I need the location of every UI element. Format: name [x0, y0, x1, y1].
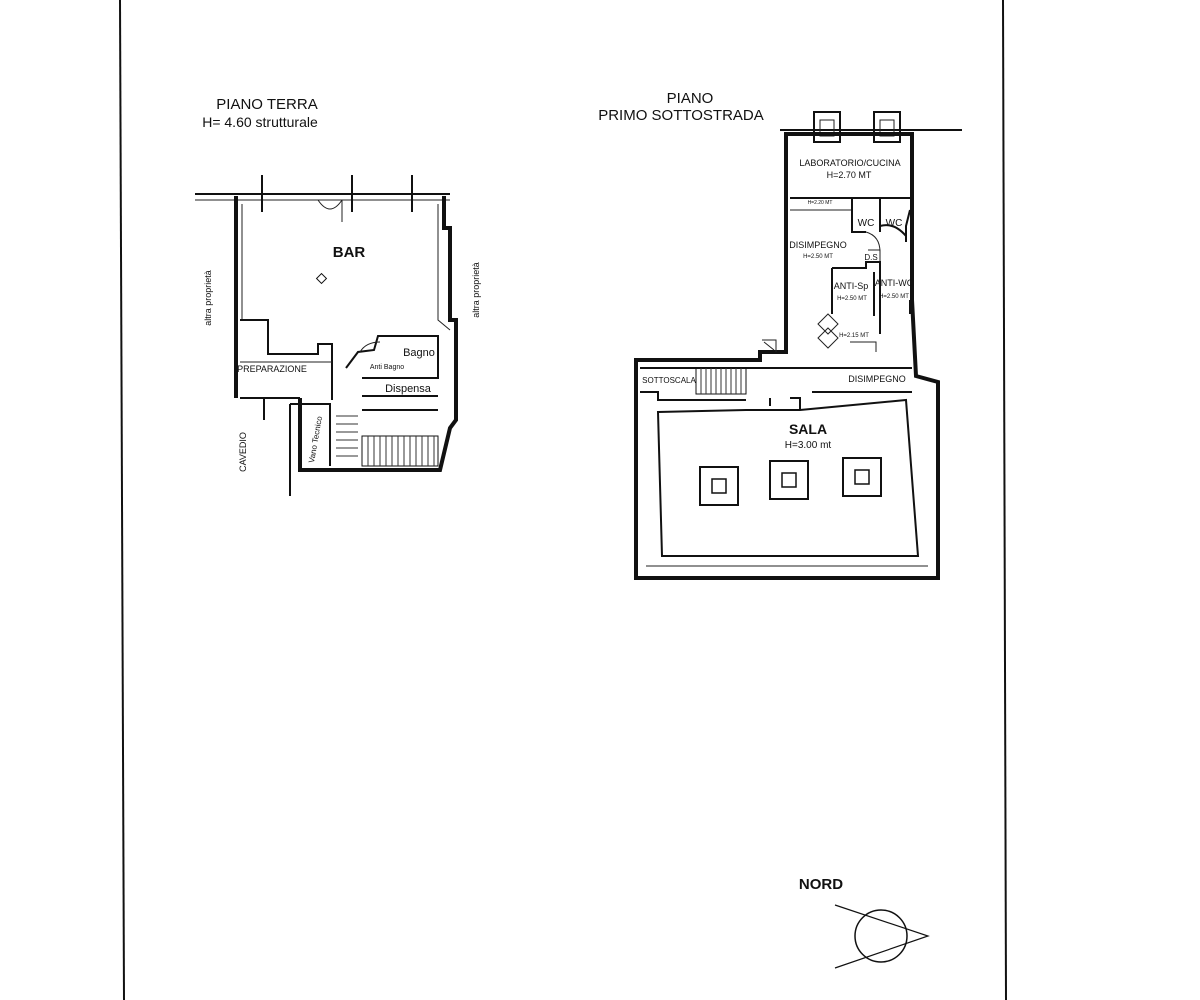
sala-inner-wall — [656, 398, 920, 557]
basement-upper-outer-wall — [634, 132, 940, 580]
room-anti-sp-height: H=2.50 MT — [837, 296, 867, 302]
room-sala-height: H=3.00 mt — [785, 440, 832, 451]
north-compass-circle — [854, 909, 908, 963]
room-ds-label: D.S — [864, 253, 877, 262]
ground-stair-hatch — [336, 415, 439, 467]
stair-height-label: H=2.15 MT — [839, 333, 869, 339]
ground-side-left-label: altra proprietà — [203, 270, 213, 326]
room-bar-label: BAR — [333, 244, 366, 261]
room-disimpegno-top-label: DISIMPEGNO — [789, 240, 847, 250]
north-arrow: NORD — [799, 876, 930, 969]
page-frame-right — [1002, 0, 1007, 1000]
room-anti-wc-label: ANTI-WC — [875, 278, 914, 288]
room-anti-wc-height: H=2.50 MT — [879, 294, 909, 300]
room-disimpegno-top-height: H=2.50 MT — [803, 254, 833, 260]
room-dispensa-label: Dispensa — [385, 383, 432, 395]
ground-floor-title: PIANO TERRA — [216, 96, 317, 113]
room-vano-tecnico-label: Vano Tecnico — [307, 415, 324, 464]
wc-door-arcs — [865, 231, 881, 262]
ground-vano-tecnico-walls — [289, 403, 331, 470]
ground-side-right-label: altra proprietà — [471, 262, 481, 318]
basement-stair-symbol — [817, 313, 839, 349]
basement-floor-plan: PIANO PRIMO SOTTOSTRADA LABORATORIO/CUCI… — [598, 90, 962, 580]
basement-stair-hatch — [695, 367, 747, 395]
wc-block-walls — [851, 198, 911, 242]
room-sala-label: SALA — [789, 421, 827, 437]
ground-outer-wall-inner — [241, 204, 451, 331]
ground-entrance-door — [317, 199, 343, 222]
room-sottoscala-label: SOTTOSCALA — [642, 376, 696, 385]
sala-pillar-1 — [699, 466, 739, 506]
ground-bathroom-walls — [345, 335, 439, 379]
small-room-height: H=2.20 MT — [808, 200, 833, 206]
cavedio-label: CAVEDIO — [238, 432, 248, 472]
room-wc2-label: WC — [886, 218, 903, 229]
room-preparazione-label: PREPARAZIONE — [237, 364, 307, 374]
room-disimpegno-bottom-label: DISIMPEGNO — [848, 374, 906, 384]
room-laboratorio-height: H=2.70 MT — [827, 170, 872, 180]
sala-pillar-3 — [842, 457, 882, 497]
basement-floor-title: PIANO — [667, 90, 714, 107]
north-label: NORD — [799, 876, 843, 893]
sala-pillar-2 — [769, 460, 809, 500]
room-anti-bagno-label: Anti Bagno — [370, 364, 404, 371]
ground-floor-plan: PIANO TERRA H= 4.60 strutturale altra pr… — [195, 96, 481, 496]
ground-floor-height: H= 4.60 strutturale — [202, 114, 318, 130]
light-well-2 — [873, 111, 901, 143]
page-frame-left — [119, 0, 125, 1000]
room-laboratorio-label: LABORATORIO/CUCINA — [799, 158, 900, 168]
light-well-1 — [813, 111, 841, 143]
north-compass-needle — [834, 904, 930, 969]
ground-bathroom-arc — [359, 341, 381, 353]
anti-rooms-walls — [831, 261, 911, 334]
room-wc1-label: WC — [858, 218, 875, 229]
room-anti-sp-label: ANTI-Sp — [834, 281, 869, 291]
bar-column-marker — [315, 272, 328, 285]
room-bagno-label: Bagno — [403, 347, 435, 359]
ground-bar-partition — [240, 319, 333, 400]
basement-floor-subtitle: PRIMO SOTTOSTRADA — [598, 107, 764, 124]
ground-outer-wall — [234, 196, 458, 472]
corridor-inner-walls — [640, 391, 912, 410]
stair-landing — [762, 339, 877, 352]
